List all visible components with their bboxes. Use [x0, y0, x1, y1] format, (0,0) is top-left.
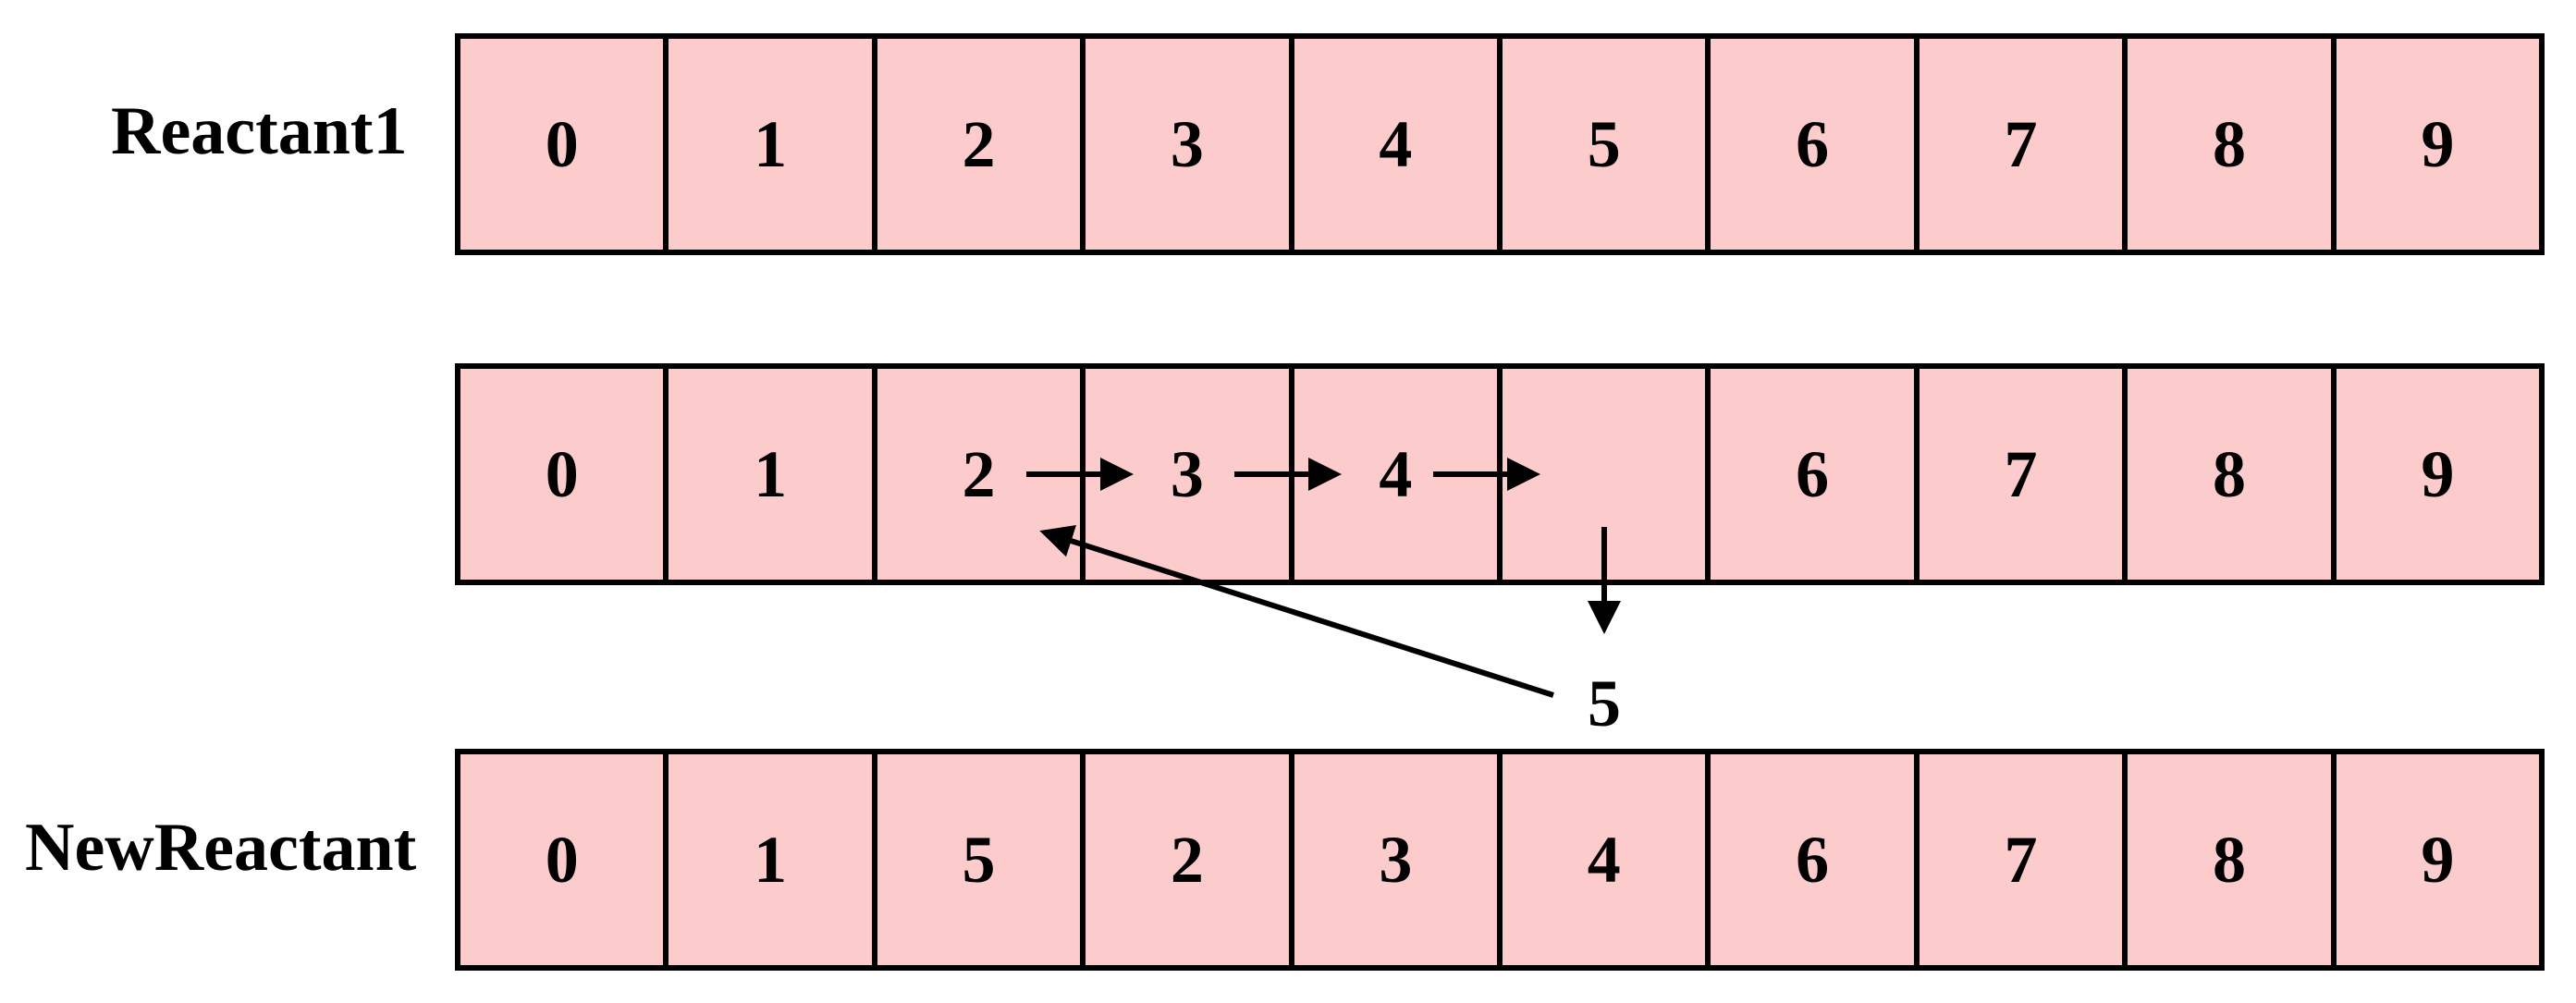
newreactant-cell: 6	[1705, 754, 1913, 965]
shift-step-cell: 3	[1080, 369, 1288, 580]
newreactant-cell: 7	[1913, 754, 2122, 965]
row-label-newreactant: NewReactant	[25, 810, 417, 886]
reactant1-cell: 9	[2330, 39, 2539, 250]
reactant1-cell: 4	[1288, 39, 1497, 250]
newreactant-cell: 3	[1288, 754, 1497, 965]
reactant1-cell: 3	[1080, 39, 1288, 250]
moved-value-label: 5	[1588, 667, 1621, 740]
reactant1-cell: 7	[1913, 39, 2122, 250]
newreactant-cell: 8	[2122, 754, 2330, 965]
newreactant-cell: 9	[2330, 754, 2539, 965]
newreactant-cell: 4	[1497, 754, 1705, 965]
shift-step-cell: 8	[2122, 369, 2330, 580]
newreactant-cell: 1	[663, 754, 871, 965]
shift-step-cell: 1	[663, 369, 871, 580]
reactant1-strip: 0 1 2 3 4 5 6 7 8 9	[455, 33, 2545, 255]
shift-step-cell: 4	[1288, 369, 1497, 580]
newreactant-cell: 0	[545, 822, 579, 897]
shift-step-cell: 7	[1913, 369, 2122, 580]
shift-step-cell: 2	[871, 369, 1080, 580]
row-label-reactant1: Reactant1	[111, 93, 408, 169]
reactant1-cell: 0	[545, 106, 579, 181]
reactant1-cell: 2	[871, 39, 1080, 250]
reactant1-cell: 6	[1705, 39, 1913, 250]
reactant1-cell: 5	[1497, 39, 1705, 250]
shift-step-cell: 9	[2330, 369, 2539, 580]
shift-step-empty-cell	[1497, 369, 1705, 580]
reactant1-cell: 8	[2122, 39, 2330, 250]
reactant1-cell: 1	[663, 39, 871, 250]
shift-step-cell: 0	[545, 436, 579, 511]
newreactant-strip: 0 1 5 2 3 4 6 7 8 9	[455, 749, 2545, 971]
newreactant-cell: 5	[871, 754, 1080, 965]
shift-step-cell: 6	[1705, 369, 1913, 580]
newreactant-cell: 2	[1080, 754, 1288, 965]
shift-step-strip: 0 1 2 3 4 6 7 8 9	[455, 363, 2545, 585]
